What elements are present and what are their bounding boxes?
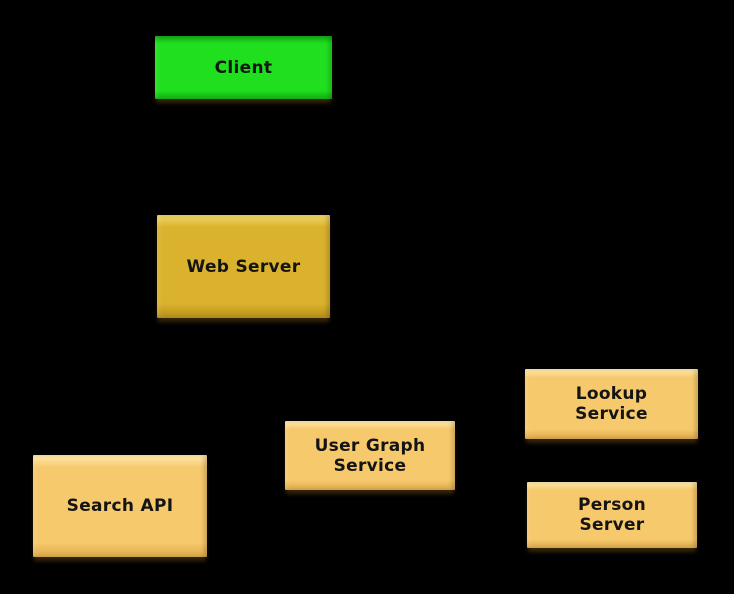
node-web-server-label: Web Server — [186, 256, 301, 277]
node-lookup-service: Lookup Service — [525, 369, 698, 439]
node-person-server: Person Server — [527, 482, 697, 548]
node-client-label: Client — [214, 57, 273, 78]
node-search-api: Search API — [33, 455, 207, 557]
node-web-server: Web Server — [157, 215, 330, 318]
node-user-graph-service-label: User Graph Service — [314, 435, 426, 476]
node-lookup-service-label: Lookup Service — [575, 384, 648, 424]
node-person-server-label: Person Server — [577, 495, 647, 535]
node-client: Client — [155, 36, 332, 99]
node-user-graph-service: User Graph Service — [285, 421, 455, 490]
node-search-api-label: Search API — [66, 496, 174, 516]
